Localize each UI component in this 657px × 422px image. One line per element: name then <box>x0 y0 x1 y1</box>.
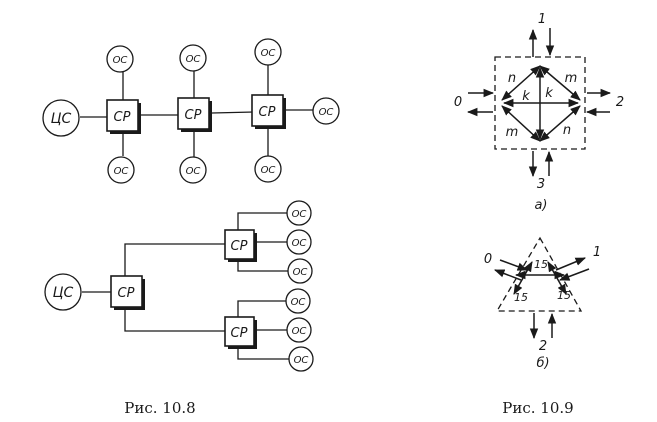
terminal-node: ОС <box>312 97 340 125</box>
edge-label-15: 15 <box>514 291 528 304</box>
edge-label-k: k <box>522 89 530 104</box>
terminal-node: ОС <box>254 38 282 66</box>
edge-top-left <box>501 65 541 101</box>
terminal-label: ОС <box>294 355 309 366</box>
port-1-out-arrow <box>555 257 586 271</box>
edge-label-15: 15 <box>557 289 571 302</box>
central-station-label: ЦС <box>53 285 74 301</box>
router-node: СР <box>106 99 141 134</box>
terminal-node: ОС <box>254 155 282 183</box>
terminal-label: ОС <box>293 267 308 278</box>
terminal-label: ОС <box>114 166 129 177</box>
terminal-node: ОС <box>286 317 312 343</box>
port-3-label: 3 <box>537 177 545 192</box>
edge-label-n: n <box>563 123 571 138</box>
terminal-label: ОС <box>319 107 334 118</box>
terminal-label: ОС <box>186 54 201 65</box>
port-1-in-arrow <box>559 268 590 281</box>
port-0-out-arrow <box>494 269 522 281</box>
terminal-label: ОС <box>291 297 306 308</box>
terminal-node: ОС <box>288 346 314 372</box>
port-0-label: 0 <box>484 252 492 267</box>
link-lower-terminal-1 <box>237 300 286 317</box>
link-lower-terminal-3 <box>237 347 289 360</box>
central-station: ЦС <box>42 99 80 137</box>
port-1-label: 1 <box>538 12 546 27</box>
terminal-label: ОС <box>261 165 276 176</box>
port-1-label: 1 <box>593 245 601 260</box>
edge-top-right <box>539 65 581 101</box>
edge-label-15: 15 <box>534 258 548 271</box>
router-label: СР <box>185 108 202 123</box>
terminal-label: ОС <box>292 326 307 337</box>
edge-label-k: k <box>545 86 553 101</box>
port-2-label: 2 <box>616 95 624 110</box>
terminal-node: ОС <box>285 288 311 314</box>
triangle-node-diagram: 0 1 2 15 15 15 б) <box>484 236 601 371</box>
terminal-node: ОС <box>107 156 135 184</box>
terminal-label: ОС <box>186 166 201 177</box>
terminal-label: ОС <box>113 55 128 66</box>
terminal-label: ОС <box>292 209 307 220</box>
link-router-lower <box>124 307 226 332</box>
terminal-node: ОС <box>179 44 207 72</box>
link-router-upper <box>124 243 226 277</box>
link-upper-terminal-3 <box>237 260 288 272</box>
port-0-label: 0 <box>454 95 462 110</box>
square-boundary <box>494 56 586 150</box>
terminal-label: ОС <box>261 48 276 59</box>
router-label: СР <box>231 326 248 341</box>
terminal-node: ОС <box>286 229 312 255</box>
caption-fig-10-8: Рис. 10.8 <box>124 399 195 417</box>
central-station-label: ЦС <box>51 111 72 127</box>
terminal-node: ОС <box>287 258 313 284</box>
edge-bottom-right <box>539 105 581 142</box>
port-2-label: 2 <box>539 339 547 354</box>
terminal-node: ОС <box>286 200 312 226</box>
link-upper-terminal-1 <box>237 212 287 230</box>
router-label: СР <box>259 105 276 120</box>
tree-network-diagram: ЦС СР СР СР ОС ОС ОС ОС ОС ОС <box>44 200 314 372</box>
terminal-node: ОС <box>179 156 207 184</box>
edge-label-m: m <box>506 125 519 140</box>
router-node: СР <box>110 275 145 310</box>
router-node: СР <box>251 94 286 129</box>
link-router2-router3 <box>211 111 255 114</box>
router-label: СР <box>231 239 248 254</box>
edge-label-n: n <box>508 71 516 86</box>
sublabel-a: а) <box>534 198 547 213</box>
edge-label-m: m <box>565 71 578 86</box>
router-label: СР <box>114 110 131 125</box>
chain-network-diagram: ЦС СР СР СР ОС ОС ОС ОС ОС ОС ОС <box>42 38 340 184</box>
router-node: СР <box>177 97 212 132</box>
terminal-label: ОС <box>292 238 307 249</box>
router-label: СР <box>118 286 135 301</box>
router-node: СР <box>224 229 257 262</box>
square-node-diagram: 1 0 2 3 n m k k m n а) <box>454 12 624 213</box>
caption-fig-10-9: Рис. 10.9 <box>502 399 573 417</box>
sublabel-b: б) <box>536 356 549 371</box>
terminal-node: ОС <box>106 45 134 73</box>
port-0-in-arrow <box>499 259 528 271</box>
central-station: ЦС <box>44 273 82 311</box>
edge-bottom-left <box>501 105 541 142</box>
router-node: СР <box>224 316 257 349</box>
